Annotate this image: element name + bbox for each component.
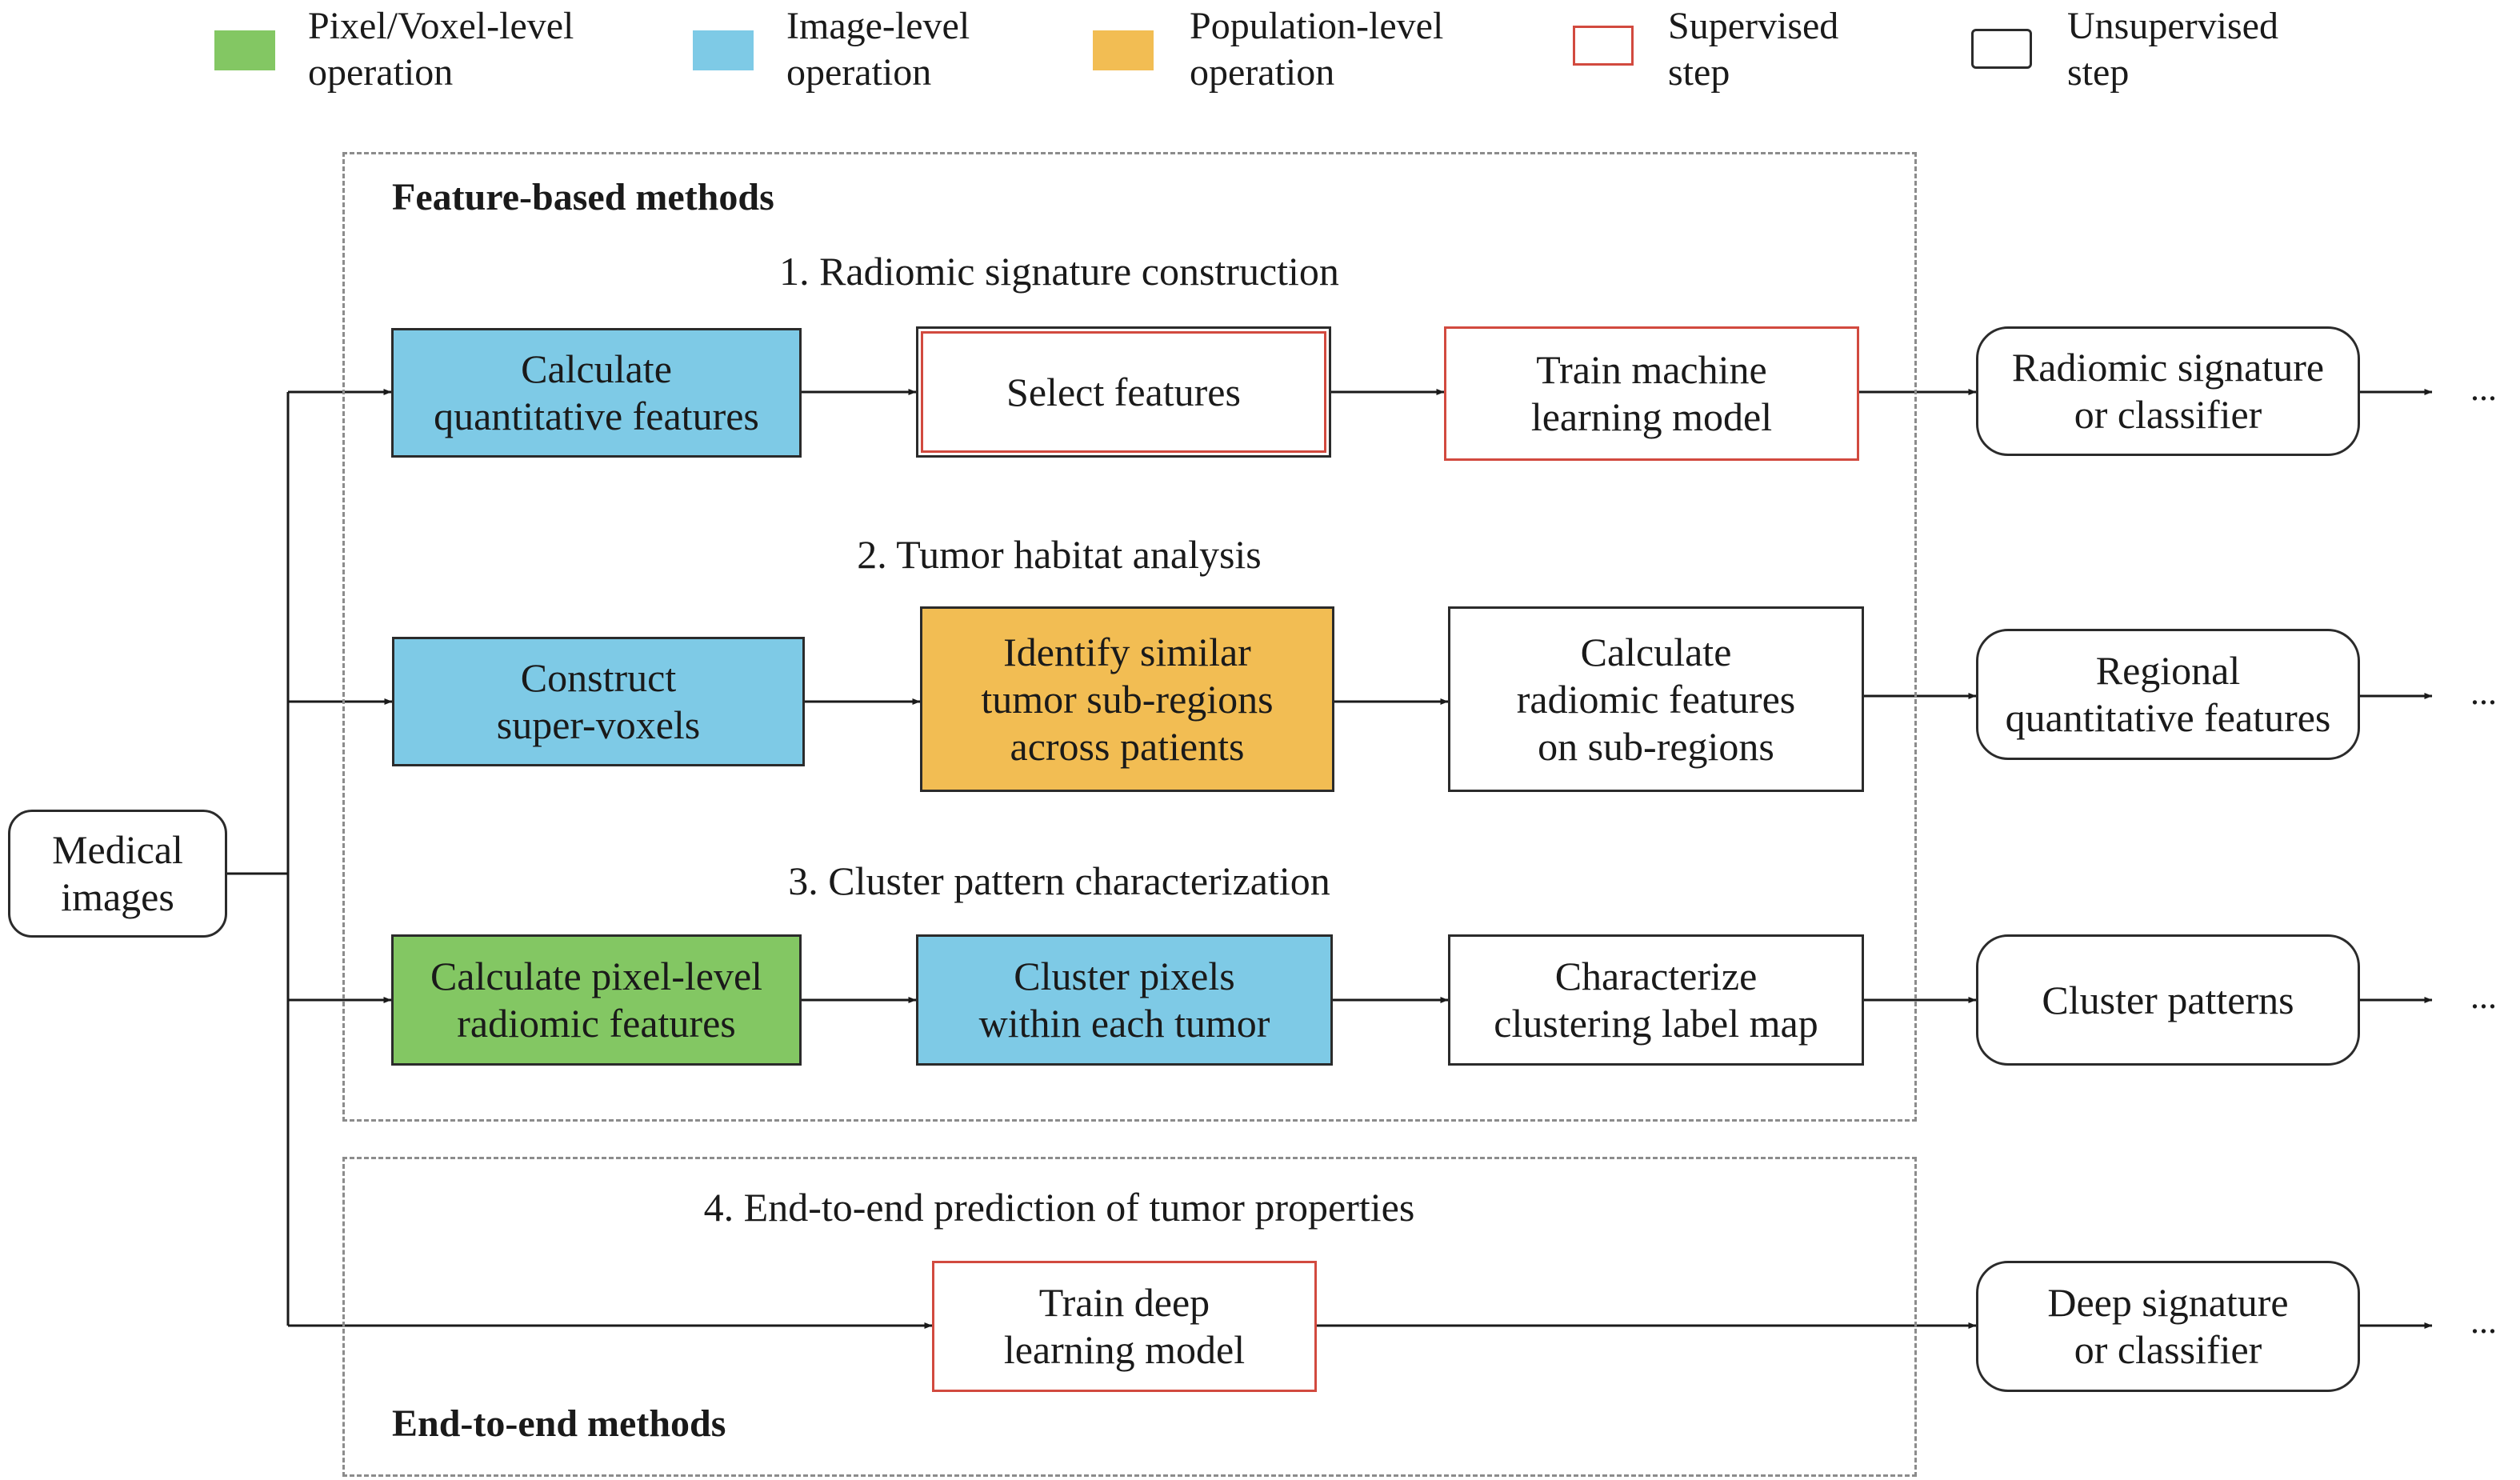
select-features-step: Select features <box>916 326 1331 458</box>
cluster-patterns-output: Cluster patterns <box>1976 934 2360 1066</box>
legend-unsupervised-label: Unsupervised step <box>2067 5 2278 94</box>
legend-image-swatch <box>693 30 754 70</box>
calculate-pixel-level-features-step: Calculate pixel-level radiomic features <box>391 934 802 1066</box>
row4-continuation: ... <box>2470 1302 2497 1341</box>
medical-images-input: Medical images <box>8 810 227 938</box>
radiomic-signature-output: Radiomic signature or classifier <box>1976 326 2360 456</box>
end-to-end-methods-region <box>342 1157 1917 1477</box>
section-title-end-to-end: 4. End-to-end prediction of tumor proper… <box>703 1185 1415 1230</box>
legend-pixel-label: Pixel/Voxel-level operation <box>308 5 574 94</box>
calculate-radiomic-features-sub-regions-step: Calculate radiomic features on sub-regio… <box>1448 606 1864 792</box>
train-deep-learning-model-step: Train deep learning model <box>932 1261 1317 1392</box>
characterize-clustering-label-map-step: Characterize clustering label map <box>1448 934 1864 1066</box>
row3-continuation: ... <box>2470 977 2497 1016</box>
legend-population-swatch <box>1093 30 1154 70</box>
legend-population-label: Population-level operation <box>1190 5 1444 94</box>
train-machine-learning-model-step: Train machine learning model <box>1444 326 1859 461</box>
legend-image-label: Image-level operation <box>786 5 970 94</box>
legend-supervised-swatch <box>1573 26 1634 66</box>
legend-unsupervised-swatch <box>1971 29 2032 69</box>
legend-supervised-label: Supervised step <box>1668 5 1839 94</box>
section-title-tumor-habitat: 2. Tumor habitat analysis <box>857 532 1262 577</box>
feature-based-methods-region <box>342 152 1917 1122</box>
section-title-cluster-pattern: 3. Cluster pattern characterization <box>788 858 1330 903</box>
calculate-quantitative-features-step: Calculate quantitative features <box>391 328 802 458</box>
end-to-end-methods-title: End-to-end methods <box>392 1402 726 1445</box>
regional-quantitative-features-output: Regional quantitative features <box>1976 629 2360 760</box>
deep-signature-output: Deep signature or classifier <box>1976 1261 2360 1392</box>
section-title-radiomic-signature: 1. Radiomic signature construction <box>779 249 1339 294</box>
row1-continuation: ... <box>2470 369 2497 408</box>
identify-similar-sub-regions-step: Identify similar tumor sub-regions acros… <box>920 606 1334 792</box>
legend-pixel-swatch <box>214 30 275 70</box>
row2-continuation: ... <box>2470 673 2497 712</box>
feature-methods-title: Feature-based methods <box>392 176 774 218</box>
construct-super-voxels-step: Construct super-voxels <box>392 637 805 766</box>
cluster-pixels-step: Cluster pixels within each tumor <box>916 934 1333 1066</box>
